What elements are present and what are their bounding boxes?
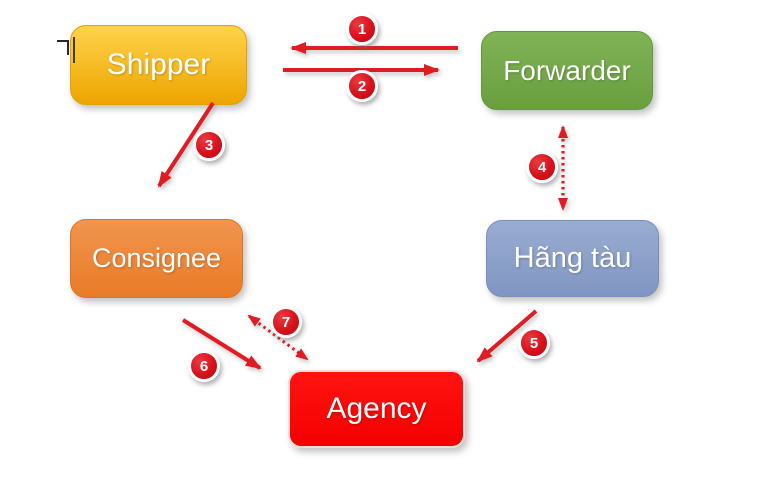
- node-shipper-label: Shipper: [106, 48, 211, 81]
- node-forwarder: Forwarder: [481, 31, 653, 110]
- node-forwarder-label: Forwarder: [503, 54, 631, 86]
- node-consignee: Consignee: [70, 219, 243, 298]
- text-cursor-caret-artifact: [73, 37, 75, 63]
- node-shipper: Shipper: [70, 25, 247, 105]
- badge-5: 5: [518, 327, 550, 359]
- badge-6: 6: [188, 350, 220, 382]
- badge-2: 2: [346, 70, 378, 102]
- badge-3: 3: [193, 129, 225, 161]
- node-agency-label: Agency: [326, 392, 427, 425]
- node-hang-tau: Hãng tàu: [486, 220, 659, 297]
- badge-7: 7: [270, 306, 302, 338]
- node-consignee-label: Consignee: [91, 243, 222, 273]
- text-cursor-bracket-artifact: [57, 40, 69, 55]
- node-hang-tau-label: Hãng tàu: [513, 242, 632, 274]
- badge-4: 4: [526, 151, 558, 183]
- badge-1: 1: [346, 13, 378, 45]
- node-agency: Agency: [288, 370, 465, 448]
